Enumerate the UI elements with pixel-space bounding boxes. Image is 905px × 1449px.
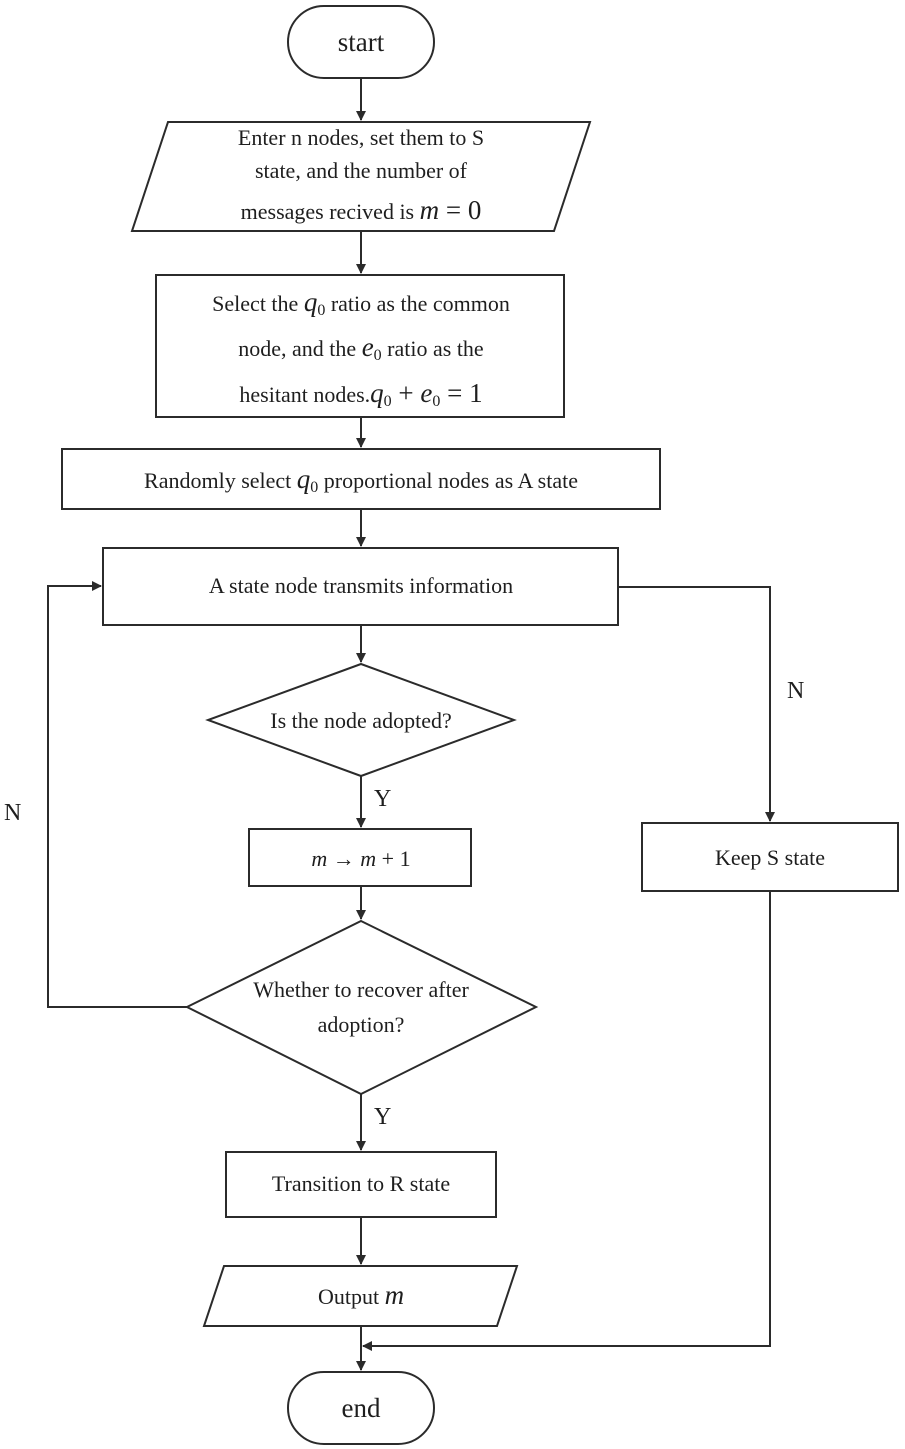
edge-transmit-to-keep <box>618 586 775 822</box>
adopted-label: Is the node adopted? <box>270 708 451 733</box>
increment-label: m → m + 1 <box>311 846 410 871</box>
transmit-label: A state node transmits information <box>209 573 513 598</box>
start-label: start <box>338 27 385 57</box>
edge-recover-loop-back <box>47 581 187 1008</box>
recover-line-2: adoption? <box>318 1012 405 1037</box>
input-line-3: messages recived is m = 0 <box>241 195 482 225</box>
increment-node: m → m + 1 <box>248 828 472 887</box>
select-line-2: node, and the e0 ratio as the <box>238 332 483 364</box>
recover-decision: Whether to recover after adoption? <box>184 919 539 1096</box>
input-line-1: Enter n nodes, set them to S <box>238 125 484 150</box>
output-node: Output m <box>202 1265 519 1327</box>
transmit-node: A state node transmits information <box>102 547 619 626</box>
recover-line-1: Whether to recover after <box>253 977 469 1002</box>
random-select-node: Randomly select q0 proportional nodes as… <box>61 448 661 510</box>
keep-state-label: Keep S state <box>715 845 825 870</box>
input-node: Enter n nodes, set them to S state, and … <box>130 121 592 232</box>
transition-node: Transition to R state <box>225 1151 497 1218</box>
select-line-3: hesitant nodes.q0 + e0 = 1 <box>239 378 482 410</box>
select-ratio-node: Select the q0 ratio as the common node, … <box>155 274 565 418</box>
input-line-2: state, and the number of <box>255 158 468 183</box>
end-label: end <box>342 1393 381 1423</box>
end-node: end <box>287 1371 435 1445</box>
edge-label-recover-yes: Y <box>374 1104 391 1130</box>
edge-label-adopted-yes: Y <box>374 786 391 812</box>
edge-label-recover-no: N <box>4 800 21 826</box>
adopted-decision: Is the node adopted? <box>205 662 517 778</box>
output-label: Output m <box>318 1280 404 1310</box>
random-select-label: Randomly select q0 proportional nodes as… <box>144 464 578 496</box>
transition-label: Transition to R state <box>272 1171 450 1196</box>
edge-keep-to-end <box>362 891 771 1351</box>
keep-state-node: Keep S state <box>641 822 899 892</box>
select-line-1: Select the q0 ratio as the common <box>212 287 510 319</box>
start-node: start <box>287 5 435 79</box>
edge-label-transmit-no: N <box>787 678 804 704</box>
